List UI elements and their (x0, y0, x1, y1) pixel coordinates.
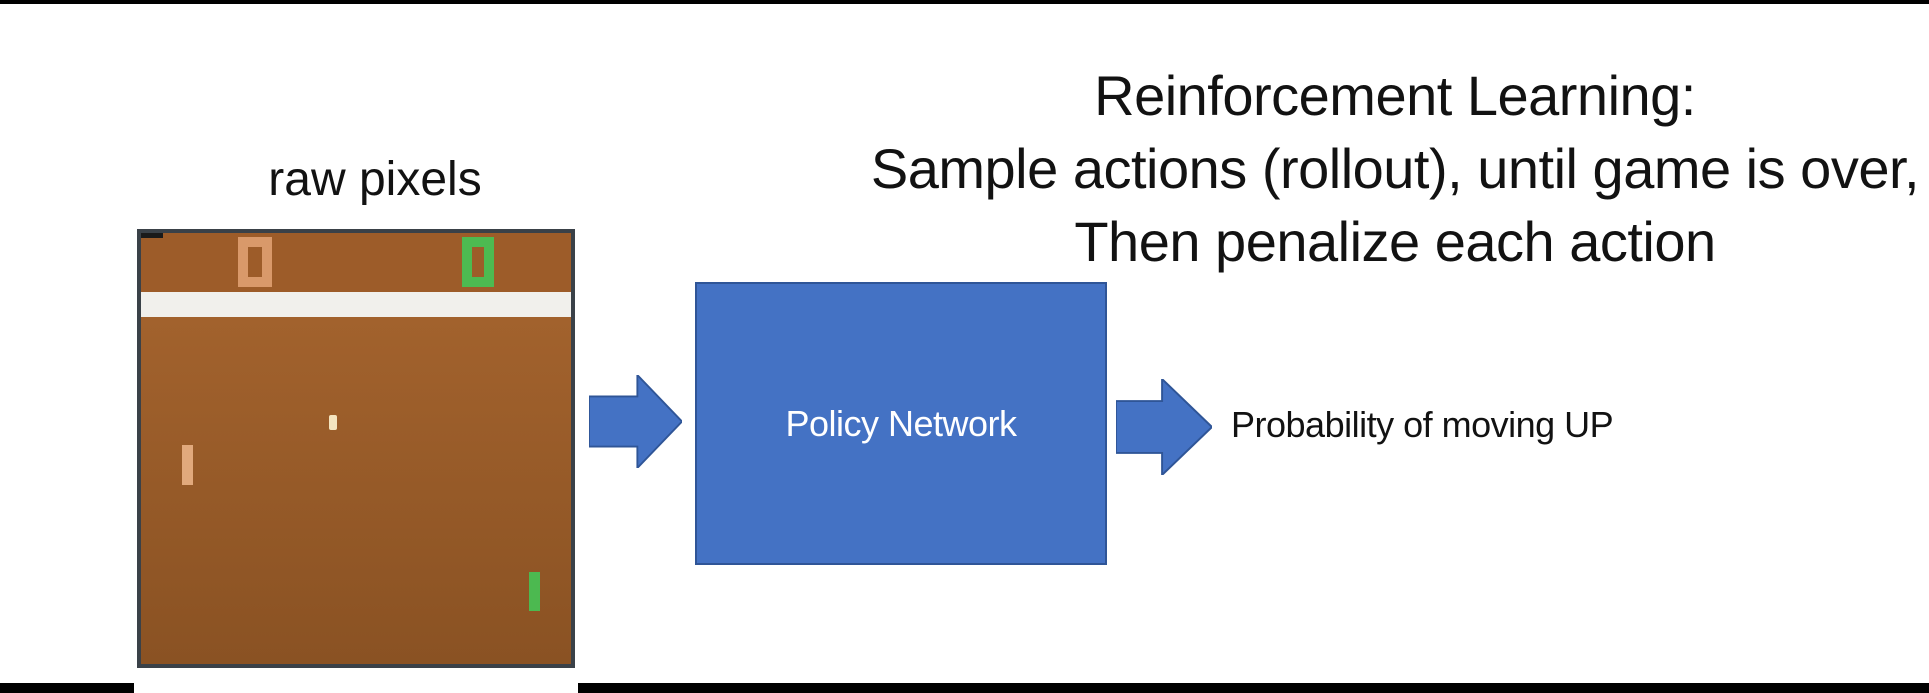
pong-right-score-digit (462, 237, 494, 287)
pong-game-image (137, 229, 575, 668)
raw-pixels-caption: raw pixels (268, 153, 482, 206)
title-line-2: Sample actions (rollout), until game is … (870, 137, 1920, 200)
probability-output-label: Probability of moving UP (1231, 404, 1614, 445)
title-line-3: Then penalize each action (1074, 210, 1716, 273)
slide-title: Reinforcement Learning: Sample actions (… (855, 59, 1929, 278)
pong-play-area (141, 317, 571, 664)
top-black-bar (0, 0, 1929, 4)
policy-network-box: Policy Network (695, 282, 1107, 565)
bottom-black-bar-right (578, 683, 1929, 693)
pong-left-paddle (182, 445, 193, 485)
policy-network-label: Policy Network (785, 402, 1017, 444)
bottom-black-bar-left (0, 683, 134, 693)
arrow-right-icon (1116, 379, 1212, 475)
pong-ball (329, 415, 337, 430)
pong-corner-notch (141, 233, 163, 238)
arrow-right-icon (589, 375, 682, 468)
pong-right-paddle (529, 572, 540, 611)
pong-left-score-digit (238, 237, 272, 287)
title-line-1: Reinforcement Learning: (1094, 64, 1696, 127)
pong-divider-band (141, 292, 571, 317)
